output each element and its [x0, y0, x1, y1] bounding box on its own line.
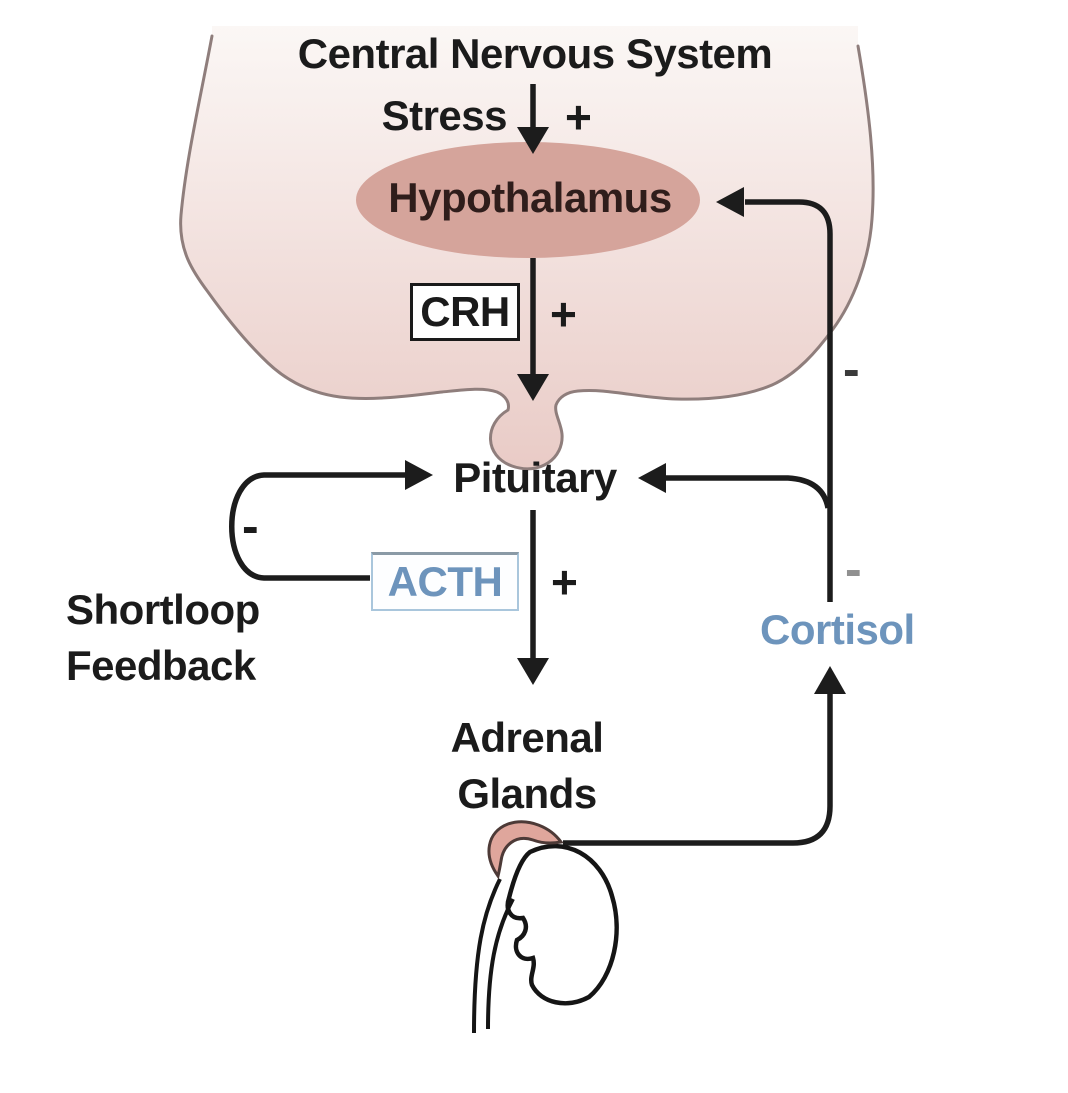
cortisol-label: Cortisol — [760, 606, 915, 653]
pituitary-label: Pituitary — [453, 454, 617, 501]
shortloop-minus-sign: - — [242, 498, 259, 554]
ureter-line — [486, 898, 515, 1030]
stress-arrow — [517, 84, 549, 154]
shortloop-feedback-label: Shortloop Feedback — [66, 582, 260, 694]
adrenal-gland-icon — [487, 820, 564, 880]
adrenal-glands-label: Adrenal Glands — [451, 710, 604, 822]
hypothalamus-feedback-arrow — [716, 187, 833, 602]
feedback-minus-upper-sign: - — [843, 341, 860, 397]
feedback-minus-lower-sign: - — [845, 541, 862, 597]
stress-plus-sign: + — [565, 91, 592, 143]
acth-box: ACTH — [371, 552, 519, 611]
crh-plus-sign: + — [550, 288, 577, 340]
shortloop-arrow — [229, 460, 433, 581]
shortloop-line1: Shortloop — [66, 586, 260, 633]
hypothalamus-ellipse — [356, 142, 700, 258]
cns-title: Central Nervous System — [297, 30, 773, 77]
pituitary-feedback-arrow — [638, 463, 831, 509]
crh-box: CRH — [410, 283, 520, 341]
acth-label: ACTH — [387, 558, 503, 605]
acth-plus-sign: + — [551, 556, 578, 608]
crh-arrow — [517, 258, 549, 401]
ureter-line — [472, 878, 502, 1034]
brain-outline — [179, 34, 875, 471]
crh-label: CRH — [420, 288, 510, 335]
adrenal-line1: Adrenal — [450, 714, 604, 761]
acth-arrow — [517, 510, 549, 685]
hypothalamus-label: Hypothalamus — [388, 174, 672, 221]
adrenal-line2: Glands — [457, 770, 597, 817]
cortisol-arrow — [563, 666, 846, 846]
shortloop-line2: Feedback — [66, 642, 256, 689]
kidney-icon — [472, 820, 619, 1034]
stress-label: Stress — [381, 92, 508, 139]
